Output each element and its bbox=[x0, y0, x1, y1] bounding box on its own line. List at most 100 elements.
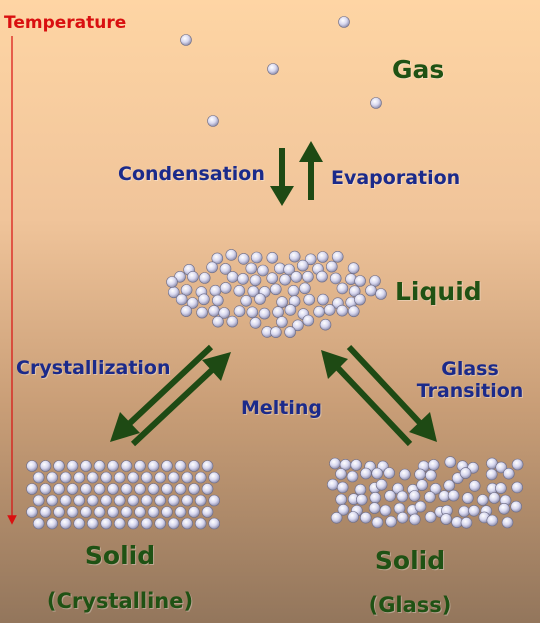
particle bbox=[134, 460, 146, 472]
particle bbox=[250, 251, 263, 264]
particle bbox=[316, 270, 328, 283]
particle bbox=[396, 490, 409, 503]
particle bbox=[86, 494, 99, 507]
particle bbox=[181, 471, 193, 484]
particle bbox=[347, 511, 360, 523]
particle bbox=[365, 284, 377, 297]
evaporation-arrow bbox=[299, 141, 323, 200]
particle bbox=[246, 306, 259, 319]
particle bbox=[375, 288, 387, 300]
particle bbox=[346, 470, 359, 483]
particle bbox=[134, 506, 146, 518]
particle bbox=[225, 249, 238, 261]
particle bbox=[100, 494, 112, 507]
particle bbox=[39, 460, 52, 472]
particle bbox=[254, 293, 266, 305]
crystallization-label: Crystallization bbox=[16, 357, 171, 379]
particle bbox=[212, 294, 224, 307]
particle bbox=[140, 471, 153, 484]
particle bbox=[302, 270, 314, 283]
particle bbox=[348, 285, 361, 298]
particle bbox=[198, 272, 211, 284]
particle bbox=[354, 275, 366, 287]
temperature-axis-label: Temperature bbox=[4, 13, 127, 33]
particle bbox=[59, 471, 72, 484]
particle bbox=[329, 272, 342, 285]
particle bbox=[461, 492, 474, 504]
particle bbox=[414, 468, 426, 481]
particle bbox=[369, 491, 382, 504]
particle bbox=[219, 263, 232, 275]
particle bbox=[73, 517, 85, 530]
crystalline-solid-particles bbox=[26, 460, 220, 530]
particle bbox=[39, 483, 52, 495]
particle bbox=[167, 471, 180, 484]
particle bbox=[371, 516, 384, 529]
particle bbox=[336, 304, 349, 317]
liquid-particles bbox=[166, 249, 387, 339]
particle bbox=[46, 517, 59, 530]
particle bbox=[302, 314, 315, 327]
particle bbox=[313, 305, 325, 318]
particle bbox=[354, 483, 367, 496]
particle bbox=[459, 467, 472, 479]
particle bbox=[379, 504, 392, 517]
particle bbox=[399, 468, 411, 481]
particle bbox=[396, 511, 409, 524]
particle bbox=[174, 506, 187, 518]
particle bbox=[161, 506, 173, 518]
particle bbox=[444, 456, 457, 468]
particle bbox=[113, 471, 126, 484]
particle bbox=[86, 471, 99, 484]
particle bbox=[120, 506, 133, 518]
particle bbox=[336, 282, 349, 295]
particle bbox=[161, 483, 173, 495]
particle bbox=[188, 460, 200, 472]
particle bbox=[93, 460, 106, 472]
particle bbox=[485, 468, 498, 481]
condensation-arrow bbox=[270, 148, 294, 206]
particle bbox=[32, 517, 45, 530]
particle bbox=[316, 251, 329, 263]
particle bbox=[120, 460, 133, 472]
particle bbox=[337, 503, 350, 516]
particle bbox=[140, 517, 153, 530]
particle bbox=[208, 494, 220, 507]
particle bbox=[488, 492, 501, 504]
particle bbox=[208, 305, 220, 317]
particle bbox=[425, 469, 437, 482]
particle bbox=[370, 97, 382, 109]
particle bbox=[100, 517, 112, 530]
particle bbox=[429, 482, 442, 495]
particle bbox=[385, 515, 397, 528]
particle bbox=[196, 306, 208, 319]
particle bbox=[258, 307, 271, 320]
particle bbox=[237, 273, 249, 285]
particle bbox=[331, 250, 344, 263]
particle bbox=[359, 511, 372, 524]
particle bbox=[414, 500, 427, 513]
particle bbox=[276, 296, 288, 308]
particle bbox=[208, 471, 220, 484]
particle bbox=[416, 479, 428, 491]
particle bbox=[495, 461, 508, 474]
particle bbox=[66, 483, 79, 495]
particle bbox=[59, 494, 72, 507]
particle bbox=[424, 511, 437, 523]
particle bbox=[440, 513, 452, 525]
particle bbox=[447, 489, 460, 502]
particle bbox=[279, 273, 291, 286]
glass-transition-line-2: Transition bbox=[416, 380, 524, 402]
particle bbox=[167, 494, 180, 507]
particle bbox=[161, 460, 173, 472]
particle bbox=[350, 459, 363, 471]
particle bbox=[73, 471, 85, 484]
particle bbox=[194, 517, 207, 530]
particle bbox=[408, 490, 421, 502]
evaporation-label: Evaporation bbox=[331, 167, 461, 189]
solid-glass-subtitle: (Glass) bbox=[368, 593, 452, 617]
particle bbox=[347, 262, 360, 275]
particle bbox=[249, 317, 262, 329]
particle bbox=[147, 460, 160, 472]
